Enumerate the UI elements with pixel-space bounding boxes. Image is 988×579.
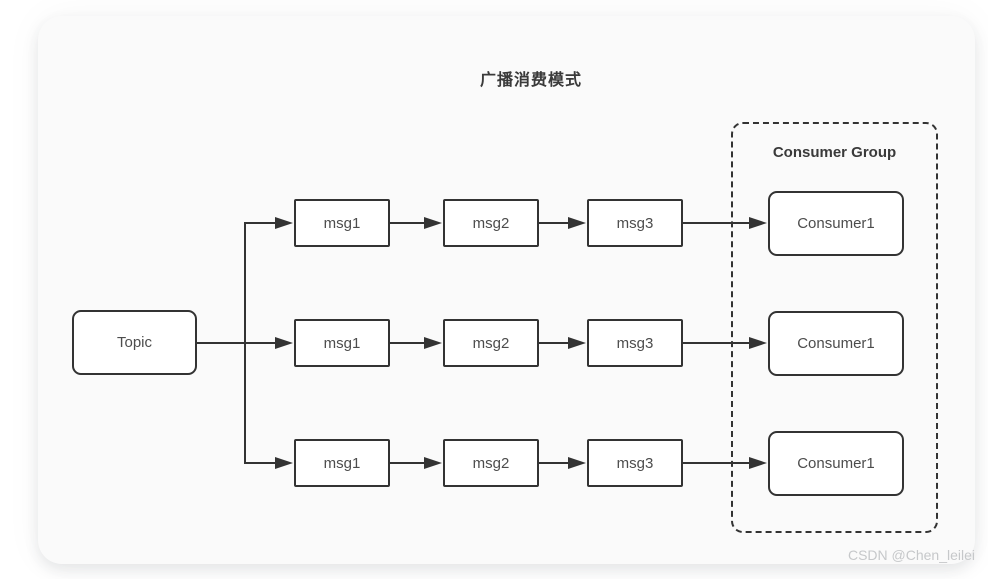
msg-node: msg2 bbox=[443, 199, 539, 247]
consumer-node: Consumer1 bbox=[768, 431, 904, 496]
msg-node: msg1 bbox=[294, 319, 390, 367]
msg-node: msg2 bbox=[443, 319, 539, 367]
topic-node: Topic bbox=[72, 310, 197, 375]
msg-node: msg3 bbox=[587, 319, 683, 367]
diagram-title: 广播消费模式 bbox=[479, 72, 582, 89]
consumer-node: Consumer1 bbox=[768, 191, 904, 256]
msg-node: msg3 bbox=[587, 199, 683, 247]
consumer-group-box: Consumer Group bbox=[731, 122, 938, 533]
msg-node: msg2 bbox=[443, 439, 539, 487]
msg-node: msg1 bbox=[294, 439, 390, 487]
msg-node: msg3 bbox=[587, 439, 683, 487]
msg-node: msg1 bbox=[294, 199, 390, 247]
consumer-group-label: Consumer Group bbox=[772, 144, 897, 161]
watermark: CSDN @Chen_leilei bbox=[847, 547, 975, 563]
consumer-node: Consumer1 bbox=[768, 311, 904, 376]
